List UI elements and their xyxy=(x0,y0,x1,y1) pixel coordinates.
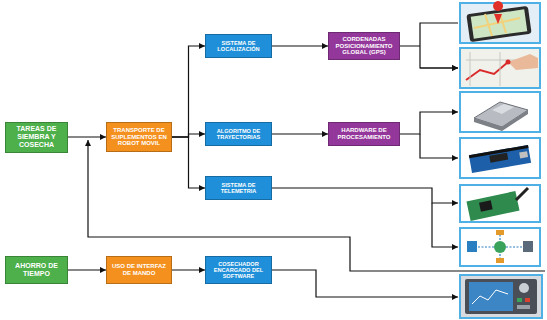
process-box: COSECHADOR ENCARGADO DEL SOFTWARE xyxy=(205,256,272,284)
processing-device-picture xyxy=(460,92,540,132)
node-text: HARDWARE DE PROCESAMIENTO xyxy=(332,127,396,140)
hmi-panel-picture xyxy=(460,275,542,318)
gps-tablet-picture xyxy=(460,1,540,43)
connector-layer xyxy=(68,46,328,270)
map-pin xyxy=(493,1,503,24)
device-icon xyxy=(523,241,533,252)
board xyxy=(466,191,519,221)
picture-frame xyxy=(460,185,540,222)
screen-plot xyxy=(472,290,508,304)
flow-arrow xyxy=(68,269,106,270)
button xyxy=(525,298,530,302)
button xyxy=(517,305,530,309)
node-text: SISTEMA DE TELEMETRIA xyxy=(209,182,268,195)
panel-body xyxy=(465,279,537,314)
process-box: SISTEMA DE LOCALIZACIÓN xyxy=(205,34,272,58)
network-picture xyxy=(460,228,540,266)
hand xyxy=(508,54,538,70)
wire xyxy=(272,188,458,203)
flow-arrow xyxy=(68,136,106,137)
process-box: USO DE INTERFAZ DE MANDO xyxy=(106,256,172,284)
wire xyxy=(400,23,458,68)
device-icon xyxy=(467,241,477,252)
device-icon xyxy=(496,230,504,235)
process-box: AHORRO DE TIEMPO xyxy=(5,256,68,284)
picture-frame xyxy=(460,92,540,132)
arduino-board-picture xyxy=(460,138,540,178)
picture-frame xyxy=(460,48,540,88)
flow-arrow xyxy=(172,137,205,188)
node-text: TRANSPORTE DE SUPLEMENTOS EN ROBOT MOVIL xyxy=(110,127,168,147)
process-box: CORDENADAS POSICIONAMIENTO GLOBAL (GPS) xyxy=(328,32,400,60)
panel-screen xyxy=(469,282,513,311)
picture-frame xyxy=(460,138,540,178)
wire xyxy=(272,270,458,297)
gauge xyxy=(519,283,529,293)
node-text: CORDENADAS POSICIONAMIENTO GLOBAL (GPS) xyxy=(332,36,396,56)
button xyxy=(517,298,522,302)
wire xyxy=(420,134,458,158)
antenna xyxy=(516,188,528,200)
hub-icon xyxy=(494,241,506,253)
process-box: SISTEMA DE TELEMETRIA xyxy=(205,176,272,200)
route-map-picture xyxy=(460,48,540,88)
node-text: USO DE INTERFAZ DE MANDO xyxy=(110,263,168,276)
flow-arrow xyxy=(272,133,328,134)
device-icon xyxy=(496,258,504,263)
wire xyxy=(420,67,458,68)
wire xyxy=(432,203,458,247)
link xyxy=(478,234,522,259)
board xyxy=(469,145,531,173)
usb-port xyxy=(519,151,528,158)
wire xyxy=(400,112,458,134)
feedback-line xyxy=(88,140,545,271)
node-text: COSECHADOR ENCARGADO DEL SOFTWARE xyxy=(209,261,268,280)
process-box: TAREAS DE SIEMBRA Y COSECHA xyxy=(5,122,68,153)
node-text: TAREAS DE SIEMBRA Y COSECHA xyxy=(9,125,64,148)
node-text: SISTEMA DE LOCALIZACIÓN xyxy=(209,40,268,53)
flow-arrow xyxy=(272,45,328,46)
node-text: AHORRO DE TIEMPO xyxy=(9,262,64,278)
tablet xyxy=(466,6,531,42)
wire-group xyxy=(88,23,545,297)
telemetry-board-picture xyxy=(460,185,540,222)
device-top xyxy=(492,104,514,114)
chip xyxy=(479,200,493,211)
node-text: ALGORITMO DE TRAYECTORIAS xyxy=(209,128,268,141)
pin xyxy=(506,60,511,65)
picture-frame xyxy=(460,228,540,266)
map xyxy=(471,9,528,38)
process-box: HARDWARE DE PROCESAMIENTO xyxy=(328,122,400,146)
process-box: TRANSPORTE DE SUPLEMENTOS EN ROBOT MOVIL xyxy=(106,122,172,152)
flow-arrow xyxy=(172,269,205,270)
flow-arrow xyxy=(172,46,205,137)
process-box: ALGORITMO DE TRAYECTORIAS xyxy=(205,122,272,146)
picture-frame xyxy=(460,275,542,318)
header xyxy=(469,145,529,158)
